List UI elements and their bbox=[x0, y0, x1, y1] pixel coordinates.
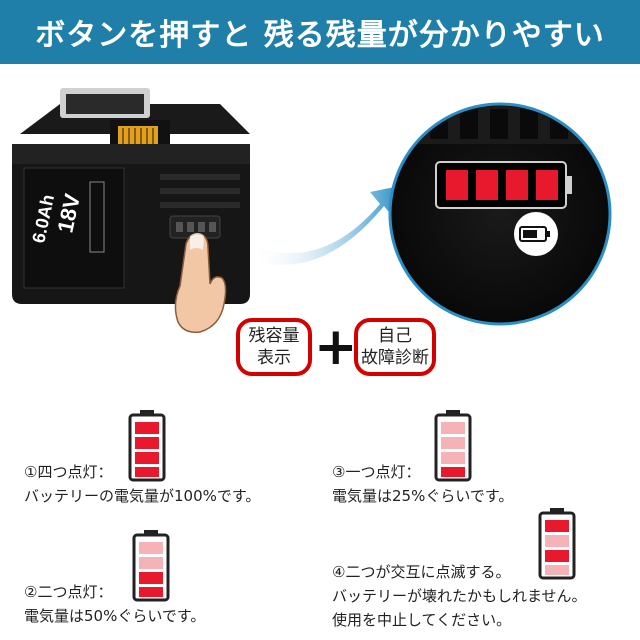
status-line: ④二つが交互に点滅する。 bbox=[332, 563, 511, 581]
status-line: ②二つ点灯： bbox=[24, 583, 113, 601]
status-line: ①四つ点灯： bbox=[24, 463, 113, 481]
badge-line: 故障診断 bbox=[361, 348, 429, 368]
badge-line: 表示 bbox=[257, 348, 291, 368]
battery-icon-two bbox=[132, 530, 170, 602]
status-line: バッテリーが壊れたかもしれません。 bbox=[332, 587, 587, 605]
battery-icon-one bbox=[434, 410, 472, 482]
status-line: 電気量は25%ぐらいです。 bbox=[332, 487, 514, 505]
status-four-lit: ①四つ点灯： バッテリーの電気量が100%です。 bbox=[24, 460, 260, 508]
status-one-lit: ③一つ点灯： 電気量は25%ぐらいです。 bbox=[332, 460, 513, 508]
badge-line: 残容量 bbox=[248, 326, 300, 346]
arrow-to-zoom bbox=[250, 186, 400, 265]
badge-self-diagnosis: 自己 故障診断 bbox=[354, 318, 436, 376]
status-line: バッテリーの電気量が100%です。 bbox=[24, 487, 261, 505]
feature-badges: 残容量 表示 + 自己 故障診断 bbox=[0, 318, 640, 382]
battery-icon-four bbox=[128, 410, 166, 482]
status-line: 使用を中止してください。 bbox=[332, 611, 512, 629]
led-3 bbox=[506, 170, 528, 200]
led-1 bbox=[446, 170, 468, 200]
led-2 bbox=[476, 170, 498, 200]
status-two-lit: ②二つ点灯： 電気量は50%ぐらいです。 bbox=[24, 580, 205, 628]
battery-icon-alternating bbox=[538, 508, 576, 580]
status-alternating: ④二つが交互に点滅する。 バッテリーが壊れたかもしれません。 使用を中止してくだ… bbox=[332, 560, 587, 632]
finger-pressing-illustration bbox=[174, 232, 227, 334]
status-line: 電気量は50%ぐらいです。 bbox=[24, 607, 206, 625]
title-banner: ボタンを押すと 残る残量が分かりやすい bbox=[0, 0, 640, 64]
banner-title: ボタンを押すと 残る残量が分かりやすい bbox=[35, 18, 605, 53]
led-4 bbox=[536, 170, 558, 200]
battery-pack-illustration: 6.0Ah 18V bbox=[12, 88, 250, 334]
led-zoom-circle bbox=[388, 102, 612, 326]
plus-symbol: + bbox=[314, 317, 358, 377]
status-line: ③一つ点灯： bbox=[332, 463, 421, 481]
badge-line: 自己 bbox=[378, 326, 412, 346]
product-scene: 6.0Ah 18V bbox=[12, 88, 612, 334]
badge-remaining-capacity: 残容量 表示 bbox=[236, 318, 312, 376]
